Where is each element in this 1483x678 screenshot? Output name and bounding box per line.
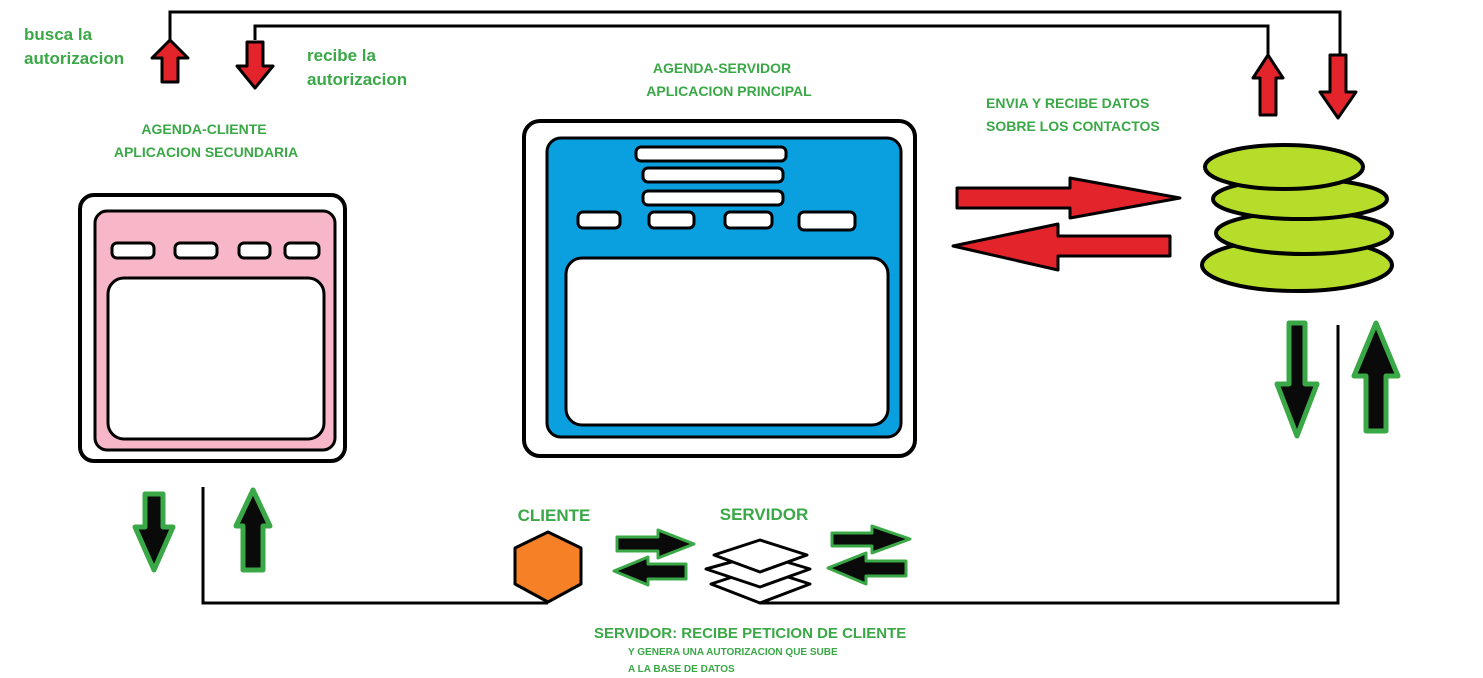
client-toolbar-button-2 (173, 241, 219, 260)
down-arrow-database-left (1274, 320, 1320, 439)
client-toolbar-button-1 (110, 241, 156, 260)
client-app-window (78, 193, 347, 463)
busca-label-line1: busca la (24, 25, 93, 44)
up-arrow-database-right (1351, 320, 1401, 434)
client-content-panel (106, 276, 326, 441)
note-line3: A LA BASE DE DATOS (628, 664, 735, 675)
servidor-label: SERVIDOR (720, 505, 809, 524)
right-arrow-server-to-database (830, 524, 912, 555)
server-toolbar-button-3 (723, 210, 774, 230)
server-toolbar-button-1 (576, 210, 622, 230)
client-toolbar-button-3 (237, 241, 272, 260)
server-menu-bar-1 (634, 145, 788, 163)
server-app-title: AGENDA-SERVIDOR (653, 60, 791, 76)
client-app-title: AGENDA-CLIENTE (141, 121, 266, 137)
top-inner-connector (253, 24, 1270, 55)
busca-label-line2: autorizacion (24, 49, 124, 68)
server-content-panel (564, 256, 890, 427)
server-menu-bar-2 (641, 166, 785, 184)
down-arrow-recibe (235, 40, 275, 90)
note-line1: SERVIDOR: RECIBE PETICION DE CLIENTE (594, 625, 906, 642)
envia-label-line1: ENVIA Y RECIBE DATOS (986, 95, 1149, 111)
up-arrow-busca (150, 38, 190, 84)
client-toolbar-button-4 (283, 241, 321, 260)
envia-label-line2: SOBRE LOS CONTACTOS (986, 118, 1160, 134)
cliente-label: CLIENTE (518, 506, 591, 525)
up-arrow-client-right (233, 487, 273, 573)
server-menu-bar-3 (641, 189, 785, 207)
left-arrow-from-database (951, 222, 1172, 272)
bottom-right-connector (760, 325, 1340, 605)
server-app-window (522, 119, 917, 458)
note-line2: Y GENERA UNA AUTORIZACION QUE SUBE (628, 647, 838, 658)
client-app-subtitle: APLICACION SECUNDARIA (114, 144, 298, 160)
recibe-label-line2: autorizacion (307, 70, 407, 89)
down-arrow-client-left (132, 491, 176, 573)
bottom-left-connector (201, 487, 548, 605)
left-arrow-server-to-client (612, 555, 688, 587)
server-app-subtitle: APLICACION PRINCIPAL (646, 83, 812, 99)
right-arrow-to-database (955, 176, 1182, 220)
up-arrow-db-left (1251, 53, 1285, 117)
layers-icon (704, 538, 812, 605)
connector-lines (168, 10, 1342, 605)
right-arrow-client-to-server (615, 528, 696, 560)
recibe-label-line1: recibe la (307, 46, 377, 65)
hexagon-icon (513, 530, 583, 604)
left-arrow-database-to-server (826, 551, 908, 586)
server-toolbar-button-2 (647, 210, 696, 230)
top-outer-connector (168, 10, 1342, 55)
down-arrow-db-right (1318, 53, 1358, 120)
database-stack-icon (1200, 143, 1394, 293)
server-toolbar-button-4 (797, 210, 857, 232)
